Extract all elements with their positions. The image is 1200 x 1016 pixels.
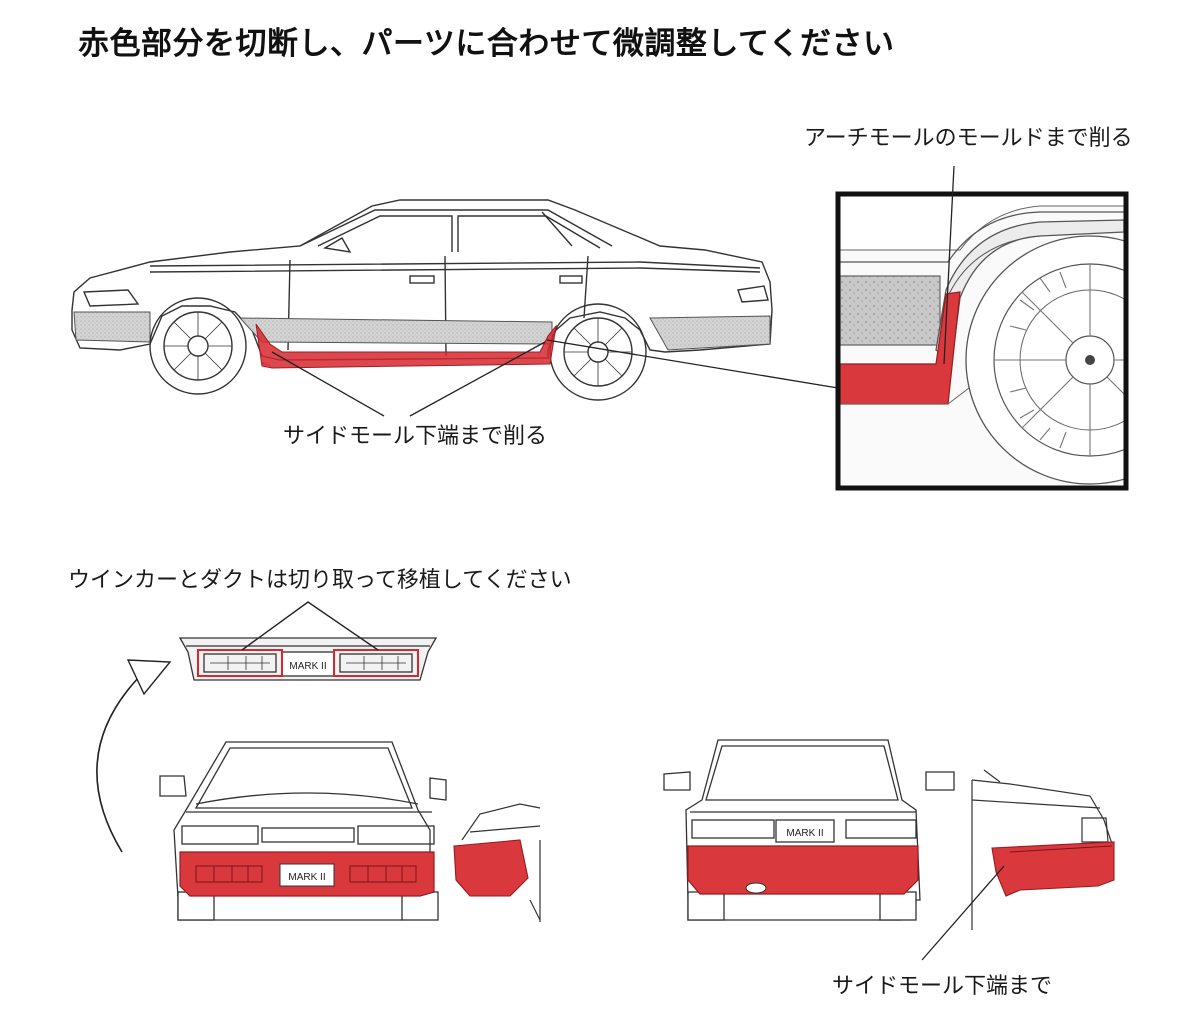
rear-bumper-cut	[687, 845, 919, 895]
badge-front: MARK II	[288, 872, 325, 883]
arch-mold-leader	[943, 165, 955, 365]
front-corner-partial	[461, 803, 541, 922]
side-mold-bottom-leader	[921, 865, 1005, 961]
side-mold-bottom-label: サイドモール下端まで	[832, 974, 1053, 999]
badge-rear: MARK II	[786, 828, 823, 839]
winker-cut-right	[333, 649, 419, 677]
winker-cut-left	[197, 649, 283, 677]
arrow-head-icon	[126, 659, 172, 696]
bumper-part	[178, 637, 438, 681]
front-corner-cut	[453, 839, 529, 897]
winker-duct-label: ウインカーとダクトは切り取って移植してください	[68, 568, 572, 593]
badge-top: MARK II	[289, 661, 326, 672]
transplant-arrow	[96, 675, 141, 853]
winker-leaders	[241, 601, 379, 651]
side-mold-cut-label: サイドモール下端まで削る	[283, 424, 548, 449]
side-cut-area	[255, 323, 557, 369]
rear-corner-cut	[991, 841, 1115, 897]
side-cut-leaders	[271, 339, 839, 417]
side-view-car	[71, 199, 773, 401]
page-title: 赤色部分を切断し、パーツに合わせて微調整してください	[78, 26, 895, 62]
arch-mold-label: アーチモールのモールドまで削る	[804, 126, 1133, 151]
zoom-inset	[840, 196, 1124, 486]
zoom-frame	[835, 191, 1129, 491]
